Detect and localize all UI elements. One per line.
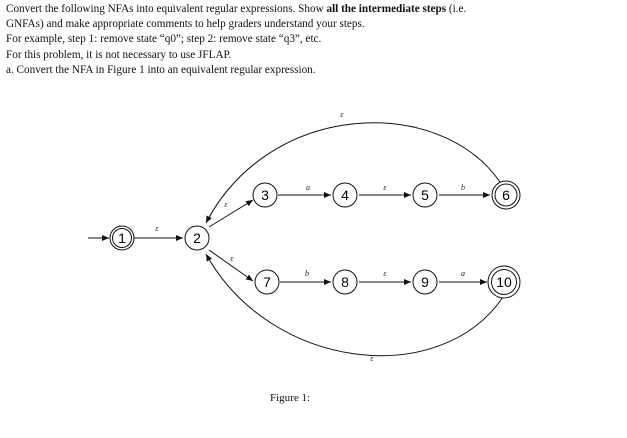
instruction-line-4: For this problem, it is not necessary to… [6,48,232,61]
instruction-line-1: Convert the following NFAs into equivale… [6,3,467,15]
label-8-9: ε [383,269,387,278]
bold-phrase: all the intermediate steps [326,3,447,15]
svg-text:3: 3 [261,187,269,203]
edge-2-3 [208,199,254,228]
state-1: 1 [109,225,135,251]
label-10-2: ε [370,354,374,363]
svg-text:8: 8 [341,274,349,290]
figure-caption: Figure 1: [270,392,311,404]
svg-text:4: 4 [341,187,349,203]
edge-6-2 [205,122,501,224]
state-5: 5 [412,182,438,208]
svg-text:5: 5 [421,187,429,203]
label-3-4: a [306,183,310,192]
question-a: a. Convert the NFA in Figure 1 into an e… [6,63,316,76]
label-2-3: ε [224,200,228,209]
label-1-2: ε [155,224,159,233]
state-9: 9 [412,269,438,295]
state-3: 3 [252,182,278,208]
instruction-line-2: GNFAs) and make appropriate comments to … [6,18,365,31]
label-4-5: ε [383,183,387,192]
state-8: 8 [332,269,358,295]
label-6-2: ε [340,110,344,119]
label-9-10: a [461,269,465,278]
problem-text: Convert the following NFAs into equivale… [6,2,621,78]
state-7: 7 [254,269,280,295]
state-4: 4 [332,182,358,208]
svg-text:9: 9 [421,274,429,290]
svg-text:6: 6 [502,187,510,203]
state-2: 2 [184,225,210,251]
svg-text:10: 10 [496,274,512,290]
instruction-line-3: For example, step 1: remove state “q0”; … [6,33,322,46]
svg-text:1: 1 [118,230,126,246]
svg-text:7: 7 [263,274,271,290]
label-5-6: b [461,183,465,192]
label-2-7: ε [230,254,234,263]
state-6: 6 [491,180,521,210]
state-10: 10 [487,265,521,299]
svg-text:2: 2 [193,230,201,246]
edge-2-7 [208,249,254,282]
edge-10-2 [205,253,504,357]
label-7-8: b [305,269,309,278]
